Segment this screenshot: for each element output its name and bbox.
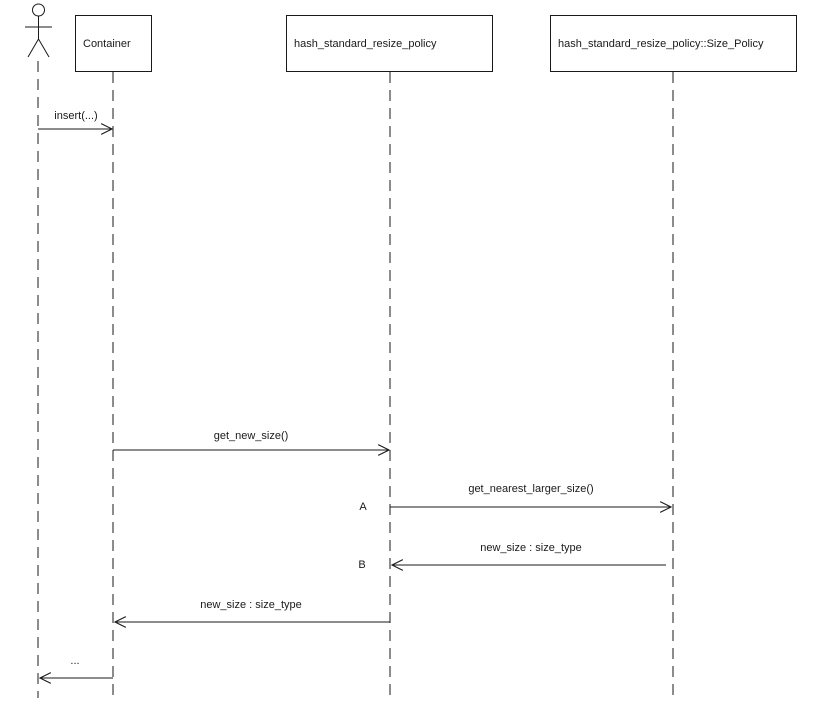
message-label-ellipsis: ... xyxy=(70,655,80,667)
participant-box-container: Container xyxy=(75,15,152,72)
participant-label: Container xyxy=(83,37,131,50)
message-label-insert: insert(...) xyxy=(54,110,98,122)
message-label-return-to-container: new_size : size_type xyxy=(200,599,302,611)
sequence-marker-a: A xyxy=(359,501,367,513)
message-label-get-nearest: get_nearest_larger_size() xyxy=(468,483,594,495)
message-label-return-to-hash: new_size : size_type xyxy=(480,542,582,554)
participant-label: hash_standard_resize_policy xyxy=(294,37,437,50)
message-label-get-new-size: get_new_size() xyxy=(213,430,289,442)
participant-box-size-policy: hash_standard_resize_policy::Size_Policy xyxy=(550,15,797,72)
sequence-marker-b: B xyxy=(358,559,366,571)
participant-box-hash-policy: hash_standard_resize_policy xyxy=(286,15,493,72)
actor-icon xyxy=(25,3,52,58)
participant-label: hash_standard_resize_policy::Size_Policy xyxy=(558,37,764,50)
